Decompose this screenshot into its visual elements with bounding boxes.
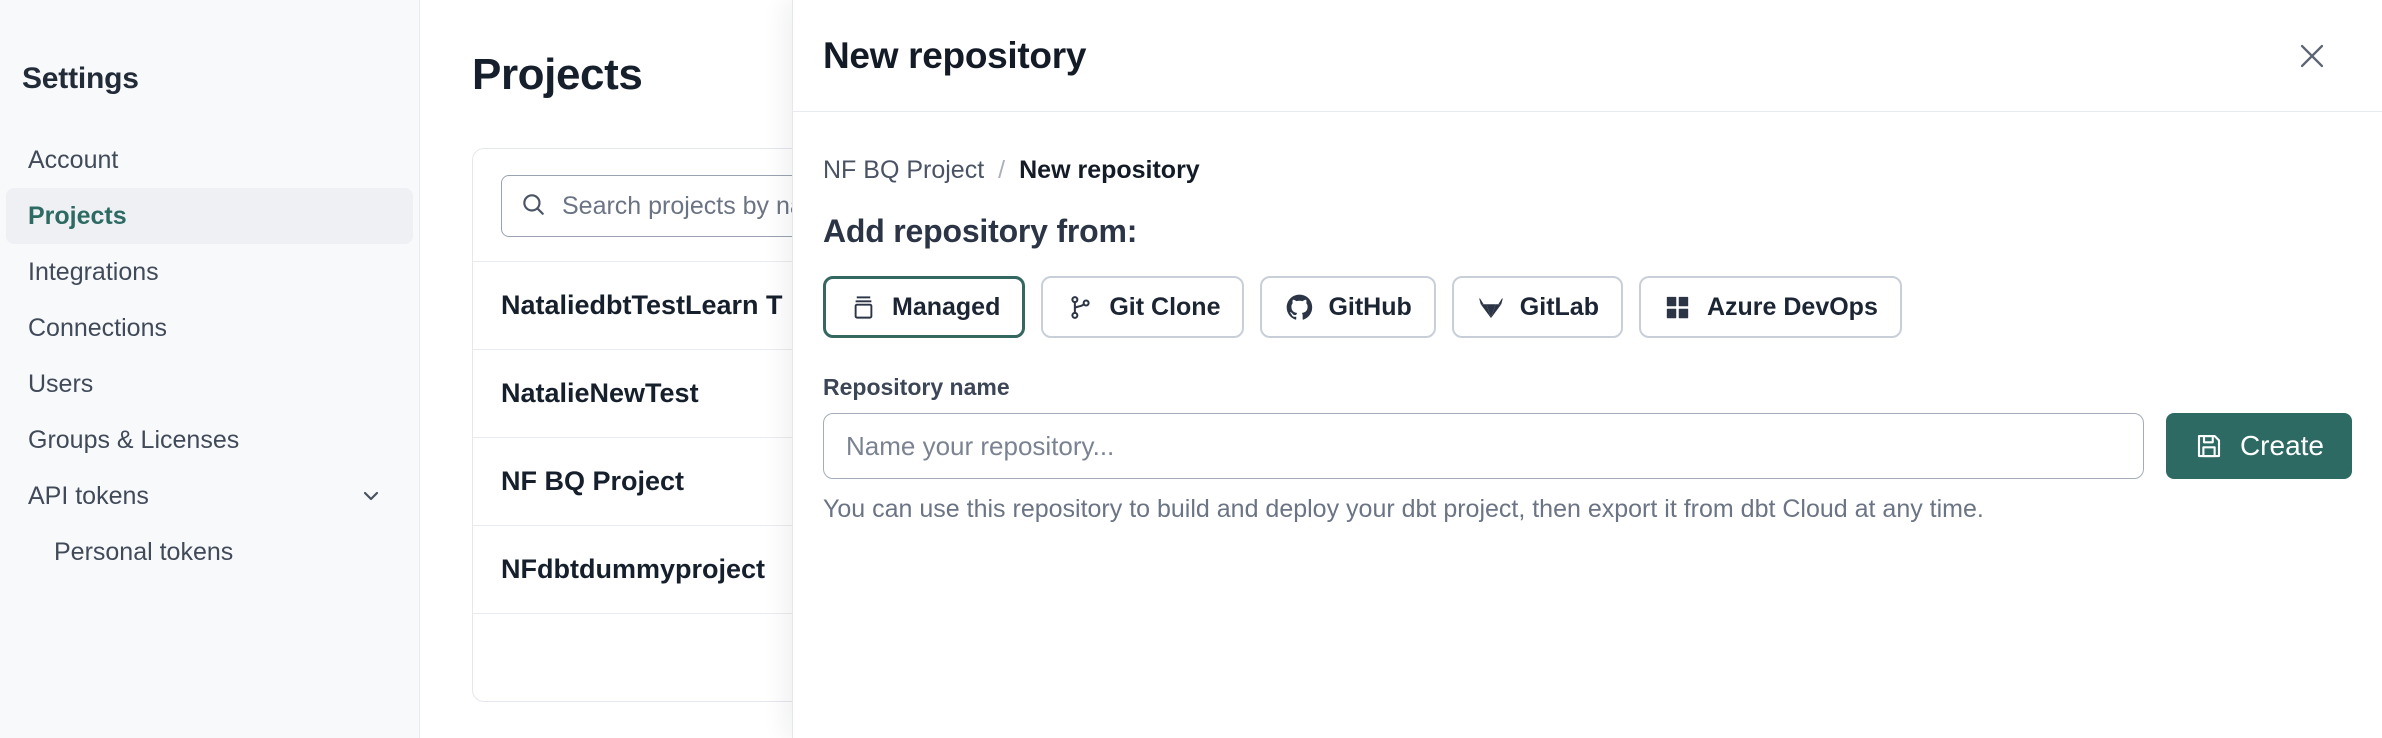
save-disk-icon bbox=[2194, 431, 2224, 461]
sidebar-title: Settings bbox=[22, 62, 139, 95]
panel-header: New repository bbox=[793, 0, 2382, 112]
sidebar-item-label: Personal tokens bbox=[54, 537, 234, 566]
breadcrumb-current: New repository bbox=[1019, 156, 1200, 184]
settings-sidebar: Settings Account Projects Integrations C… bbox=[0, 0, 420, 738]
azure-devops-icon bbox=[1663, 292, 1693, 322]
sidebar-item-label: Users bbox=[28, 369, 94, 398]
tab-gitlab[interactable]: GitLab bbox=[1451, 276, 1623, 338]
tab-managed[interactable]: Managed bbox=[823, 276, 1026, 338]
breadcrumb-separator: / bbox=[998, 156, 1006, 184]
sidebar-item-users[interactable]: Users bbox=[6, 356, 413, 412]
project-name: NF BQ Project bbox=[501, 466, 685, 496]
breadcrumb-parent-link[interactable]: NF BQ Project bbox=[823, 156, 985, 184]
panel-body: NF BQ Project / New repository Add repos… bbox=[793, 112, 2382, 738]
new-repository-panel: New repository NF BQ Project / New repos… bbox=[792, 0, 2382, 738]
tab-label: GitLab bbox=[1519, 292, 1599, 321]
project-name: NFdbtdummyproject bbox=[501, 554, 766, 584]
managed-stack-icon bbox=[848, 292, 878, 322]
sidebar-item-account[interactable]: Account bbox=[6, 132, 413, 188]
sidebar-item-projects[interactable]: Projects bbox=[6, 188, 413, 244]
sidebar-item-label: API tokens bbox=[28, 481, 149, 510]
sidebar-item-label: Connections bbox=[28, 313, 167, 342]
tab-git-clone[interactable]: Git Clone bbox=[1041, 276, 1245, 338]
sidebar-item-groups-licenses[interactable]: Groups & Licenses bbox=[6, 412, 413, 468]
sidebar-item-label: Projects bbox=[28, 201, 127, 230]
tab-label: Git Clone bbox=[1109, 292, 1221, 321]
sidebar-item-personal-tokens[interactable]: Personal tokens bbox=[6, 524, 413, 580]
create-button-label: Create bbox=[2239, 430, 2324, 461]
tab-azure-devops[interactable]: Azure DevOps bbox=[1638, 276, 1902, 338]
breadcrumb: NF BQ Project / New repository bbox=[823, 156, 2352, 185]
project-name: NataliedbtTestLearn T bbox=[501, 290, 783, 320]
page-title: Projects bbox=[472, 50, 643, 99]
create-button[interactable]: Create bbox=[2165, 413, 2352, 479]
project-name: NatalieNewTest bbox=[501, 378, 699, 408]
search-icon bbox=[520, 191, 546, 222]
panel-title: New repository bbox=[823, 34, 1087, 76]
add-repository-heading: Add repository from: bbox=[823, 213, 1138, 249]
sidebar-item-connections[interactable]: Connections bbox=[6, 300, 413, 356]
repository-source-tabs: Managed Git Clone bbox=[823, 276, 2352, 338]
github-icon bbox=[1284, 292, 1314, 322]
git-branch-icon bbox=[1065, 292, 1095, 322]
tab-label: Managed bbox=[892, 292, 1001, 321]
sidebar-item-api-tokens[interactable]: API tokens bbox=[6, 468, 413, 524]
repository-name-input[interactable] bbox=[823, 413, 2144, 479]
sidebar-item-label: Account bbox=[28, 145, 119, 174]
gitlab-icon bbox=[1476, 292, 1506, 322]
repository-name-row: Create bbox=[823, 413, 2352, 479]
tab-label: Azure DevOps bbox=[1706, 292, 1878, 321]
repository-help-text: You can use this repository to build and… bbox=[823, 495, 1984, 523]
chevron-down-icon[interactable] bbox=[359, 484, 383, 508]
sidebar-item-label: Integrations bbox=[28, 257, 159, 286]
repository-name-label: Repository name bbox=[823, 374, 1010, 400]
sidebar-item-integrations[interactable]: Integrations bbox=[6, 244, 413, 300]
sidebar-item-label: Groups & Licenses bbox=[28, 425, 240, 454]
tab-label: GitHub bbox=[1328, 292, 1412, 321]
tab-github[interactable]: GitHub bbox=[1260, 276, 1436, 338]
close-icon[interactable] bbox=[2290, 34, 2334, 78]
